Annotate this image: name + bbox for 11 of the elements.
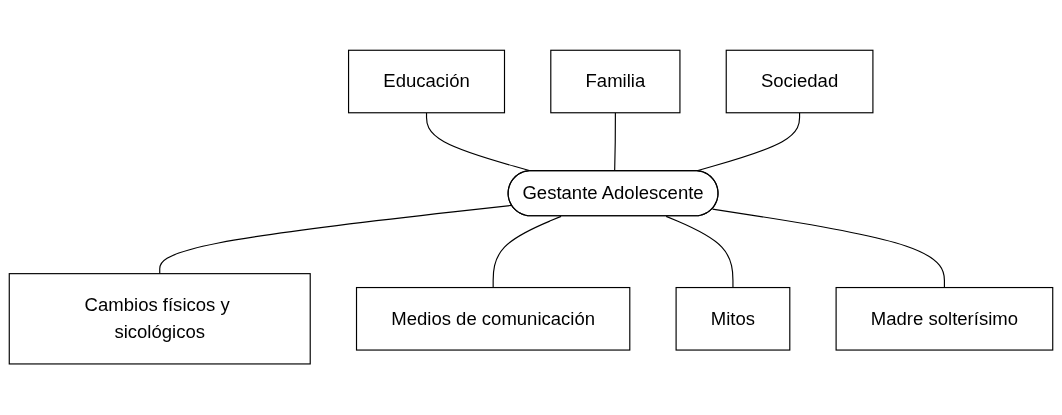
node-box: Cambios físicos y sicológicos <box>8 273 311 365</box>
node-box: Familia <box>550 50 681 114</box>
node-box: Madre solterísimo <box>835 287 1054 351</box>
connector <box>614 112 616 173</box>
node-box: Mitos <box>675 287 791 351</box>
connector <box>665 216 734 289</box>
node-box: Sociedad <box>725 50 874 114</box>
node-box: Educación <box>348 50 506 114</box>
connector <box>711 208 945 289</box>
node-box: Medios de comunicación <box>355 287 631 351</box>
connector <box>492 216 562 289</box>
